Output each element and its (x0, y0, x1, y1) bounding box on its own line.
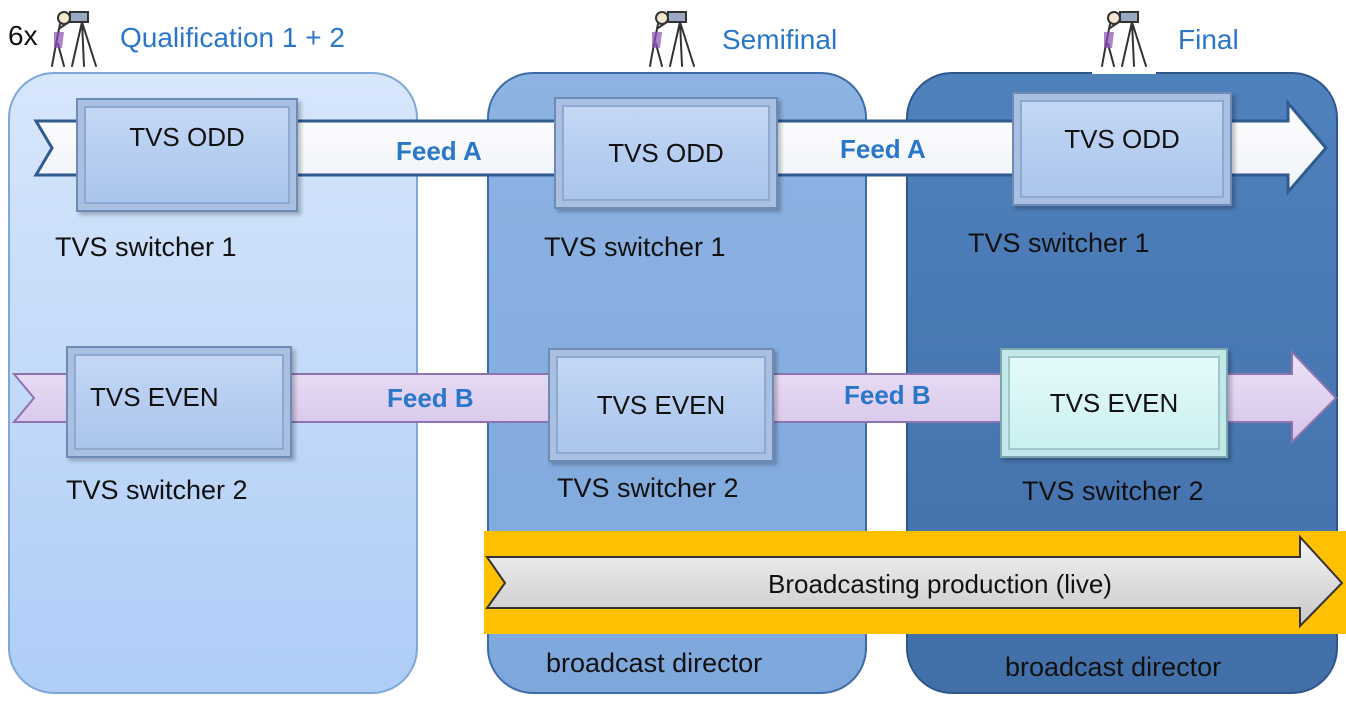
qual-switcher-1-caption: TVS switcher 1 (55, 232, 237, 262)
final-switcher-2-caption: TVS switcher 2 (1022, 476, 1204, 506)
semi-switcher-1-caption: TVS switcher 1 (544, 232, 726, 262)
qual-tvs-even-box: TVS EVEN (66, 346, 292, 458)
qual-tvs-even-label: TVS EVEN (90, 381, 219, 412)
final-tvs-even-box: TVS EVEN (1000, 348, 1228, 458)
broadcast-production-label: Broadcasting production (live) (768, 569, 1112, 599)
final-broadcast-director: broadcast director (1005, 652, 1222, 682)
semi-switcher-2-caption: TVS switcher 2 (557, 473, 739, 503)
camera-operator-icon (649, 11, 695, 67)
feed-a-label-2: Feed A (840, 134, 926, 164)
camera-operator-icon (1101, 11, 1147, 67)
semifinal-title: Semifinal (722, 24, 838, 55)
final-title: Final (1178, 24, 1239, 55)
final-tvs-even-label: TVS EVEN (1049, 387, 1179, 418)
semi-tvs-even-box: TVS EVEN (548, 348, 774, 462)
qual-switcher-2-caption: TVS switcher 2 (66, 475, 248, 505)
camera-count: 6x (8, 20, 38, 51)
semi-broadcast-director: broadcast director (546, 648, 763, 678)
feed-a-label-1: Feed A (396, 136, 482, 166)
qual-tvs-odd-box: TVS ODD (76, 98, 298, 212)
semi-tvs-odd-label: TVS ODD (608, 137, 724, 168)
feed-b-label-1: Feed B (387, 383, 474, 413)
semi-tvs-odd-box: TVS ODD (554, 97, 778, 209)
semi-tvs-even-label: TVS EVEN (596, 389, 726, 420)
final-tvs-odd-box: TVS ODD (1012, 92, 1232, 206)
camera-operator-icon (51, 11, 97, 67)
final-switcher-1-caption: TVS switcher 1 (968, 228, 1150, 258)
feed-b-label-2: Feed B (844, 380, 931, 410)
final-tvs-odd-label: TVS ODD (1064, 124, 1180, 154)
broadcast-production-arrow (485, 534, 1344, 629)
qual-tvs-odd-label: TVS ODD (129, 122, 245, 152)
qualification-title: Qualification 1 + 2 (120, 22, 345, 53)
